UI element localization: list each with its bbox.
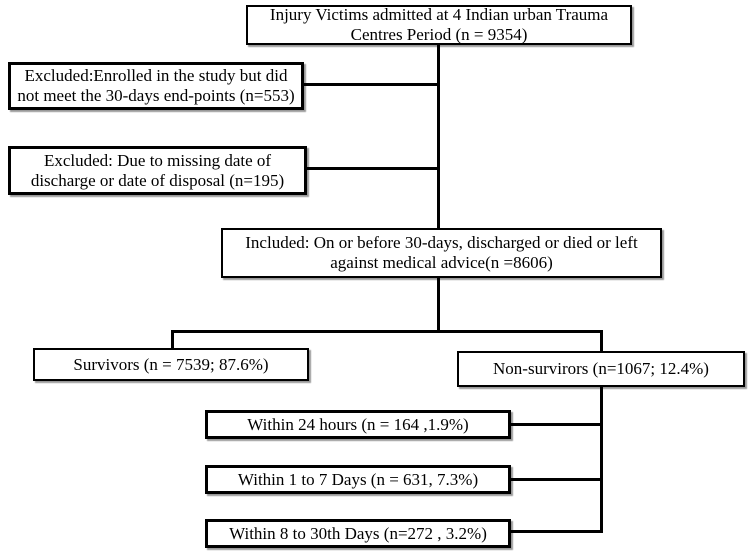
- connector-split-horizontal: [171, 330, 603, 333]
- node-death-1-to-7-days: Within 1 to 7 Days (n = 631, 7.3%): [205, 465, 511, 494]
- node-non-survivors: Non-survirors (n=1067; 12.4%): [457, 351, 745, 387]
- node-survivors: Survivors (n = 7539; 87.6%): [33, 348, 309, 381]
- node-death-1-to-7-days-label: Within 1 to 7 Days (n = 631, 7.3%): [237, 469, 479, 489]
- node-total-admitted-label: Injury Victims admitted at 4 Indian urba…: [269, 5, 609, 44]
- node-excluded-missing-dates: Excluded: Due to missing date of dischar…: [8, 146, 307, 195]
- node-death-8-to-30-days: Within 8 to 30th Days (n=272 , 3.2%): [205, 519, 511, 548]
- connector-to-non-survivors-vertical: [600, 330, 603, 352]
- connector-within-8-30d-horizontal: [509, 530, 603, 533]
- connector-total-to-included-vertical: [437, 45, 440, 229]
- node-excluded-endpoints-label: Excluded:Enrolled in the study but did n…: [17, 66, 295, 105]
- connector-non-survivors-down-vertical: [600, 386, 603, 533]
- node-excluded-missing-dates-label: Excluded: Due to missing date of dischar…: [30, 150, 285, 190]
- node-included: Included: On or before 30-days, discharg…: [221, 228, 662, 278]
- node-survivors-label: Survivors (n = 7539; 87.6%): [73, 354, 269, 374]
- connector-within-1-7d-horizontal: [509, 478, 603, 481]
- connector-included-down-vertical: [437, 277, 440, 333]
- node-non-survivors-label: Non-survirors (n=1067; 12.4%): [493, 359, 709, 379]
- node-death-within-24h: Within 24 hours (n = 164 ,1.9%): [205, 410, 511, 439]
- connector-excluded-missing-horizontal: [306, 167, 440, 170]
- node-excluded-endpoints: Excluded:Enrolled in the study but did n…: [8, 62, 304, 110]
- node-total-admitted: Injury Victims admitted at 4 Indian urba…: [246, 5, 632, 45]
- node-death-8-to-30-days-label: Within 8 to 30th Days (n=272 , 3.2%): [229, 523, 487, 543]
- node-death-within-24h-label: Within 24 hours (n = 164 ,1.9%): [247, 414, 469, 434]
- node-included-label: Included: On or before 30-days, discharg…: [245, 233, 638, 272]
- connector-within-24h-horizontal: [509, 423, 603, 426]
- connector-to-survivors-vertical: [171, 330, 174, 349]
- connector-excluded-endpoints-horizontal: [303, 83, 440, 86]
